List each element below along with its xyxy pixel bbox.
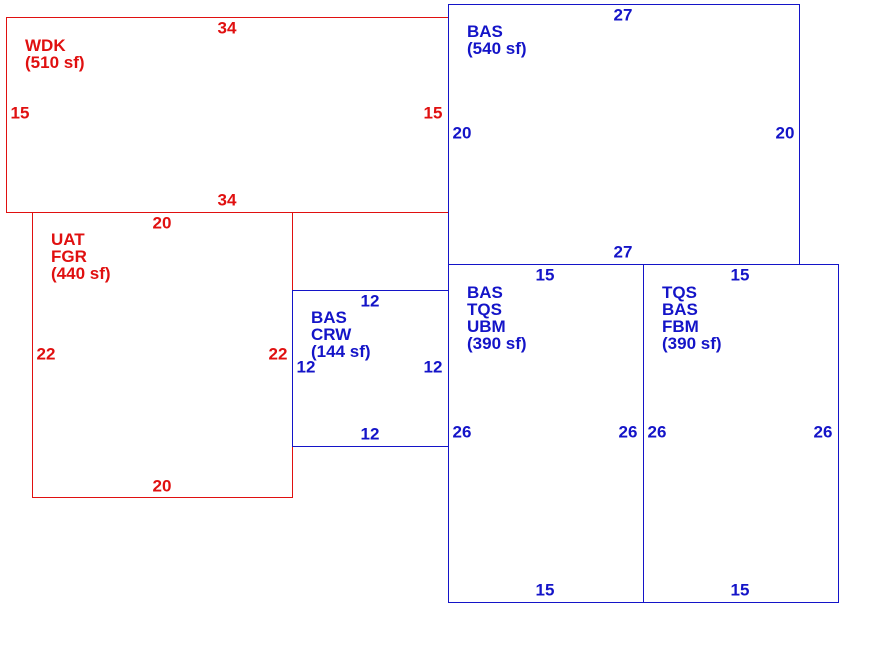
area-size: (390 sf) bbox=[467, 334, 527, 353]
dimension-bottom: 27 bbox=[613, 242, 633, 262]
area-bas-tqs-ubm-label: BAS TQS UBM (390 sf) bbox=[467, 284, 527, 352]
area-code: BAS bbox=[467, 283, 503, 302]
dimension-left: 26 bbox=[452, 422, 472, 442]
dimension-bottom: 34 bbox=[217, 190, 237, 210]
area-tqs-bas-fbm bbox=[643, 264, 839, 603]
area-size: (390 sf) bbox=[662, 334, 722, 353]
dimension-right: 20 bbox=[775, 123, 795, 143]
dimension-bottom: 20 bbox=[152, 476, 172, 496]
dimension-top: 15 bbox=[535, 265, 555, 285]
area-size: (540 sf) bbox=[467, 39, 527, 58]
dimension-right: 15 bbox=[423, 103, 443, 123]
dimension-left: 22 bbox=[36, 344, 56, 364]
area-size: (144 sf) bbox=[311, 342, 371, 361]
dimension-bottom: 15 bbox=[730, 580, 750, 600]
area-code: BAS bbox=[467, 22, 503, 41]
dimension-right: 12 bbox=[423, 357, 443, 377]
dimension-left: 12 bbox=[296, 357, 316, 377]
dimension-bottom: 12 bbox=[360, 424, 380, 444]
area-size: (440 sf) bbox=[51, 264, 111, 283]
dimension-left: 20 bbox=[452, 123, 472, 143]
area-bas-main-label: BAS (540 sf) bbox=[467, 23, 527, 57]
dimension-top: 20 bbox=[152, 213, 172, 233]
dimension-bottom: 15 bbox=[535, 580, 555, 600]
area-code: CRW bbox=[311, 325, 352, 344]
area-code: TQS bbox=[662, 283, 697, 302]
area-code: UAT bbox=[51, 230, 85, 249]
dimension-left: 15 bbox=[10, 103, 30, 123]
area-code: TQS bbox=[467, 300, 502, 319]
dimension-right: 26 bbox=[618, 422, 638, 442]
dimension-top: 15 bbox=[730, 265, 750, 285]
area-code: UBM bbox=[467, 317, 506, 336]
area-size: (510 sf) bbox=[25, 53, 85, 72]
area-code: BAS bbox=[311, 308, 347, 327]
area-tqs-bas-fbm-label: TQS BAS FBM (390 sf) bbox=[662, 284, 722, 352]
area-code: BAS bbox=[662, 300, 698, 319]
dimension-right: 26 bbox=[813, 422, 833, 442]
area-code: FGR bbox=[51, 247, 87, 266]
dimension-right: 22 bbox=[268, 344, 288, 364]
dimension-top: 12 bbox=[360, 291, 380, 311]
area-code: FBM bbox=[662, 317, 699, 336]
area-wdk-label: WDK (510 sf) bbox=[25, 37, 85, 71]
area-bas-crw-label: BAS CRW (144 sf) bbox=[311, 309, 371, 360]
area-uat-fgr-label: UAT FGR (440 sf) bbox=[51, 231, 111, 282]
dimension-top: 27 bbox=[613, 5, 633, 25]
dimension-top: 34 bbox=[217, 18, 237, 38]
dimension-left: 26 bbox=[647, 422, 667, 442]
area-code: WDK bbox=[25, 36, 66, 55]
